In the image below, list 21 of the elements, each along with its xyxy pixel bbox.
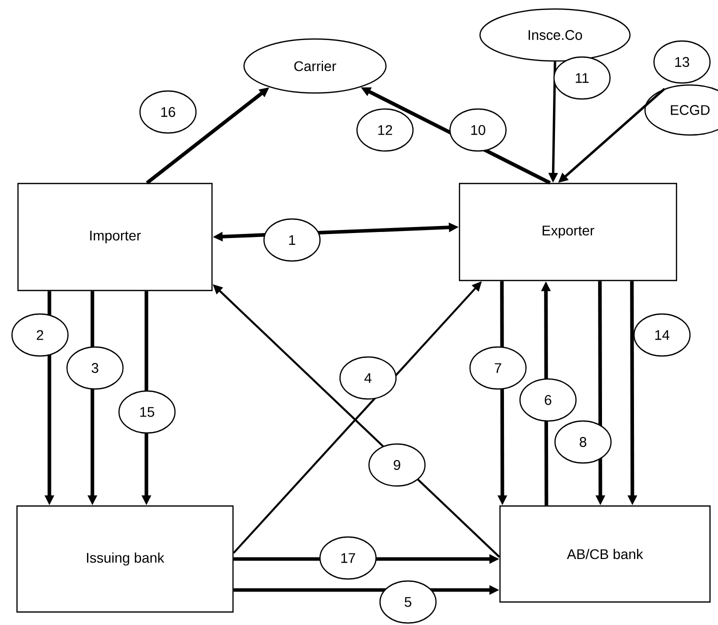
edge-label: 10: [449, 108, 507, 152]
edge-label: 13: [653, 40, 711, 84]
edge-label: 4: [339, 356, 397, 400]
number-label: 12: [356, 108, 414, 152]
edge-label: 7: [469, 346, 527, 390]
edge-label: 2: [11, 313, 69, 357]
party-box: Exporter: [458, 182, 678, 282]
edge-label: 3: [66, 346, 124, 390]
party-box: Issuing bank: [16, 505, 234, 613]
party-box: Importer: [17, 182, 213, 292]
edge-label: 16: [139, 90, 197, 134]
edge-label: 8: [554, 420, 612, 464]
edge-label: 17: [319, 536, 377, 580]
edge-label: 6: [519, 378, 577, 422]
edge-label: 15: [118, 390, 176, 434]
edge-label: 9: [368, 443, 426, 487]
edge-label: 11: [553, 56, 611, 100]
party-box: AB/CB bank: [499, 505, 711, 603]
edge-label: 14: [633, 313, 691, 357]
edge-label: 5: [379, 580, 437, 624]
edge-label: 1: [263, 218, 321, 262]
